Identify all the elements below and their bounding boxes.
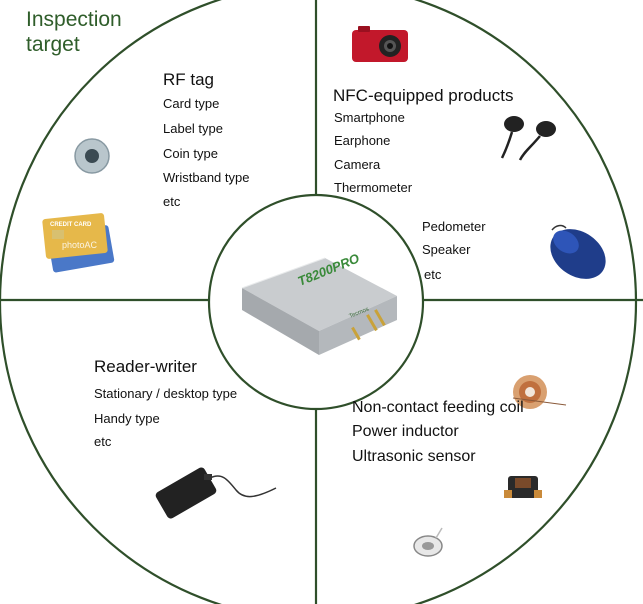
title-line-2: target <box>26 33 80 56</box>
nfc-item: Camera <box>334 157 381 172</box>
earphone-image <box>500 116 556 161</box>
smartphone-image <box>155 467 277 519</box>
coil-item: Ultrasonic sensor <box>352 448 476 465</box>
rf-tag-item: Card type <box>163 96 220 111</box>
nfc-item: etc <box>424 267 442 282</box>
rf-tag-item: Wristband type <box>163 170 250 185</box>
mouse-image <box>550 224 606 279</box>
nfc-item: Smartphone <box>334 110 405 125</box>
nfc-item: Thermometer <box>334 180 413 195</box>
camera-image <box>352 26 408 62</box>
reader-writer-item: etc <box>94 434 112 449</box>
reader-writer-item: Stationary / desktop type <box>94 386 238 401</box>
credit-card-image <box>42 213 115 273</box>
title-line-1: Inspection <box>26 8 122 31</box>
nfc-item: Speaker <box>422 242 471 257</box>
coil-image <box>512 375 567 409</box>
ultrasonic-sensor-image <box>413 527 443 557</box>
coil-item: Non-contact feeding coil <box>352 399 524 416</box>
card-label: CREDIT CARD <box>50 222 92 228</box>
nfc-heading: NFC-equipped products <box>333 86 514 105</box>
coin-tag-image <box>74 138 110 174</box>
rf-tag-item: Coin type <box>163 146 218 161</box>
rf-tag-heading: RF tag <box>163 70 215 89</box>
rf-tag-item: etc <box>163 194 181 209</box>
coil-item: Power inductor <box>352 423 459 440</box>
reader-device-image <box>241 257 397 355</box>
nfc-item: Pedometer <box>422 219 486 234</box>
reader-writer-heading: Reader-writer <box>94 357 197 376</box>
inductor-image <box>504 476 542 498</box>
rf-tag-item: Label type <box>163 121 223 136</box>
reader-writer-item: Handy type <box>94 411 160 426</box>
nfc-item: Earphone <box>334 133 391 148</box>
card-watermark: photoAC <box>62 240 98 250</box>
